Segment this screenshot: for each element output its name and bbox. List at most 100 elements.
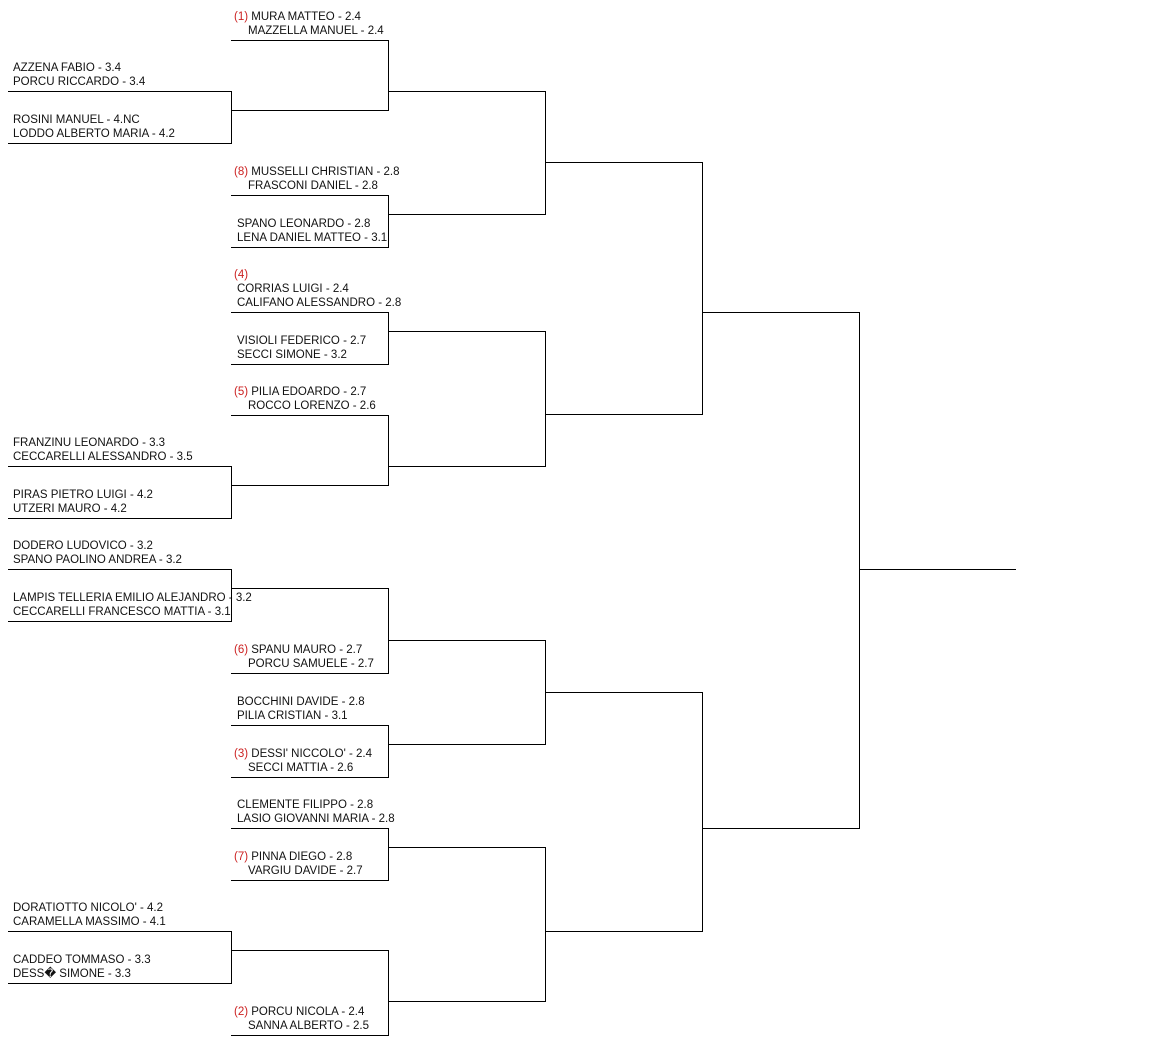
bracket-entry: ROSINI MANUEL - 4.NC LODDO ALBERTO MARIA… xyxy=(13,113,175,141)
bracket-line xyxy=(231,195,389,196)
seed-label: (8) xyxy=(234,166,249,178)
bracket-entry: (7) PINNA DIEGO - 2.8 VARGIU DAVIDE - 2.… xyxy=(234,850,363,878)
player-name: BOCCHINI DAVIDE - 2.8 xyxy=(237,696,365,708)
winner-line xyxy=(859,569,1016,570)
bracket-line xyxy=(231,1035,389,1036)
bracket-line xyxy=(231,415,389,416)
bracket-line xyxy=(388,331,546,332)
bracket-line xyxy=(545,847,546,1002)
bracket-entry: BOCCHINI DAVIDE - 2.8 PILIA CRISTIAN - 3… xyxy=(237,695,365,723)
bracket-line xyxy=(388,725,389,778)
bracket-line xyxy=(8,91,232,92)
player-name: PORCU RICCARDO - 3.4 xyxy=(13,76,146,88)
player-name: SANNA ALBERTO - 2.5 xyxy=(248,1020,370,1032)
seed-label: (4) xyxy=(234,269,249,281)
bracket-entry: VISIOLI FEDERICO - 2.7 SECCI SIMONE - 3.… xyxy=(237,334,366,362)
bracket-line xyxy=(388,828,389,881)
seed-label: (6) xyxy=(234,644,249,656)
bracket-entry: DORATIOTTO NICOLO' - 4.2 CARAMELLA MASSI… xyxy=(13,901,166,929)
bracket-line xyxy=(388,847,546,848)
bracket-entry: (5) PILIA EDOARDO - 2.7 ROCCO LORENZO - … xyxy=(234,385,376,413)
bracket-line xyxy=(231,725,389,726)
bracket-entry: (2) PORCU NICOLA - 2.4 SANNA ALBERTO - 2… xyxy=(234,1005,369,1033)
bracket-entry: AZZENA FABIO - 3.4 PORCU RICCARDO - 3.4 xyxy=(13,61,145,89)
player-name: VARGIU DAVIDE - 2.7 xyxy=(248,865,363,877)
bracket-entry: (3) DESSI' NICCOLO' - 2.4 SECCI MATTIA -… xyxy=(234,747,372,775)
player-name: MAZZELLA MANUEL - 2.4 xyxy=(248,25,384,37)
player-name: CECCARELLI ALESSANDRO - 3.5 xyxy=(13,451,193,463)
bracket-line xyxy=(231,588,389,589)
bracket-line xyxy=(859,312,860,829)
player-name: LASIO GIOVANNI MARIA - 2.8 xyxy=(237,813,395,825)
bracket-line xyxy=(231,485,389,486)
player-name: LODDO ALBERTO MARIA - 4.2 xyxy=(13,128,175,140)
seed-label: (7) xyxy=(234,851,249,863)
player-name: CARAMELLA MASSIMO - 4.1 xyxy=(13,916,166,928)
bracket-line xyxy=(231,828,389,829)
bracket-line xyxy=(702,162,703,415)
bracket-entry: SPANO LEONARDO - 2.8 LENA DANIEL MATTEO … xyxy=(237,217,387,245)
player-name: UTZERI MAURO - 4.2 xyxy=(13,503,127,515)
bracket-line xyxy=(8,466,232,467)
bracket-entry: (4) CORRIAS LUIGI - 2.4 CALIFANO ALESSAN… xyxy=(234,268,401,310)
bracket-entry: PIRAS PIETRO LUIGI - 4.2 UTZERI MAURO - … xyxy=(13,488,153,516)
bracket-line xyxy=(545,931,703,932)
bracket-line xyxy=(8,518,232,519)
bracket-line xyxy=(388,415,389,486)
player-name: CADDEO TOMMASO - 3.3 xyxy=(13,954,151,966)
bracket-line xyxy=(231,40,389,41)
player-name: SECCI MATTIA - 2.6 xyxy=(248,762,354,774)
player-name: PIRAS PIETRO LUIGI - 4.2 xyxy=(13,489,153,501)
player-name: CLEMENTE FILIPPO - 2.8 xyxy=(237,799,374,811)
player-name: FRASCONI DANIEL - 2.8 xyxy=(248,180,378,192)
bracket-entry: CLEMENTE FILIPPO - 2.8 LASIO GIOVANNI MA… xyxy=(237,798,395,826)
player-name: PILIA EDOARDO - 2.7 xyxy=(251,386,367,398)
bracket-line xyxy=(388,744,546,745)
bracket-line xyxy=(545,162,703,163)
bracket-line xyxy=(545,692,703,693)
bracket-entry: DODERO LUDOVICO - 3.2 SPANO PAOLINO ANDR… xyxy=(13,539,182,567)
bracket-line xyxy=(702,828,860,829)
bracket-line xyxy=(545,414,703,415)
bracket-line xyxy=(388,195,389,248)
bracket-line xyxy=(8,931,232,932)
bracket-line xyxy=(388,40,389,111)
bracket-line xyxy=(231,312,389,313)
bracket-entry: (1) MURA MATTEO - 2.4 MAZZELLA MANUEL - … xyxy=(234,10,384,38)
bracket-line xyxy=(231,110,389,111)
player-name: SPANO LEONARDO - 2.8 xyxy=(237,218,371,230)
player-name: MUSSELLI CHRISTIAN - 2.8 xyxy=(251,166,400,178)
bracket-line xyxy=(231,466,232,519)
bracket-line xyxy=(388,950,389,1036)
player-name: PORCU SAMUELE - 2.7 xyxy=(248,658,374,670)
bracket-line xyxy=(388,214,546,215)
bracket-entry: LAMPIS TELLERIA EMILIO ALEJANDRO - 3.2 C… xyxy=(13,591,252,619)
player-name: SECCI SIMONE - 3.2 xyxy=(237,349,347,361)
bracket-line xyxy=(388,91,546,92)
player-name: CECCARELLI FRANCESCO MATTIA - 3.1 xyxy=(13,606,231,618)
player-name: DESS� SIMONE - 3.3 xyxy=(13,968,131,980)
seed-label: (2) xyxy=(234,1006,249,1018)
bracket-entry: (8) MUSSELLI CHRISTIAN - 2.8 FRASCONI DA… xyxy=(234,165,400,193)
player-name: DORATIOTTO NICOLO' - 4.2 xyxy=(13,902,164,914)
bracket-line xyxy=(545,91,546,215)
bracket-entry: CADDEO TOMMASO - 3.3 DESS� SIMONE - 3.3 xyxy=(13,953,151,981)
bracket-line xyxy=(388,312,389,365)
bracket-line xyxy=(8,983,232,984)
player-name: LAMPIS TELLERIA EMILIO ALEJANDRO - 3.2 xyxy=(13,592,252,604)
player-name: PORCU NICOLA - 2.4 xyxy=(251,1006,365,1018)
bracket-line xyxy=(8,621,232,622)
bracket-line xyxy=(231,364,389,365)
player-name: ROCCO LORENZO - 2.6 xyxy=(248,400,376,412)
bracket-line xyxy=(231,673,389,674)
bracket-line xyxy=(388,466,546,467)
player-name: PINNA DIEGO - 2.8 xyxy=(251,851,353,863)
player-name: CORRIAS LUIGI - 2.4 xyxy=(237,283,349,295)
bracket-line xyxy=(231,247,389,248)
bracket-line xyxy=(231,91,232,144)
seed-label: (3) xyxy=(234,748,249,760)
bracket-entry: FRANZINU LEONARDO - 3.3 CECCARELLI ALESS… xyxy=(13,436,193,464)
player-name: VISIOLI FEDERICO - 2.7 xyxy=(237,335,367,347)
player-name: PILIA CRISTIAN - 3.1 xyxy=(237,710,348,722)
